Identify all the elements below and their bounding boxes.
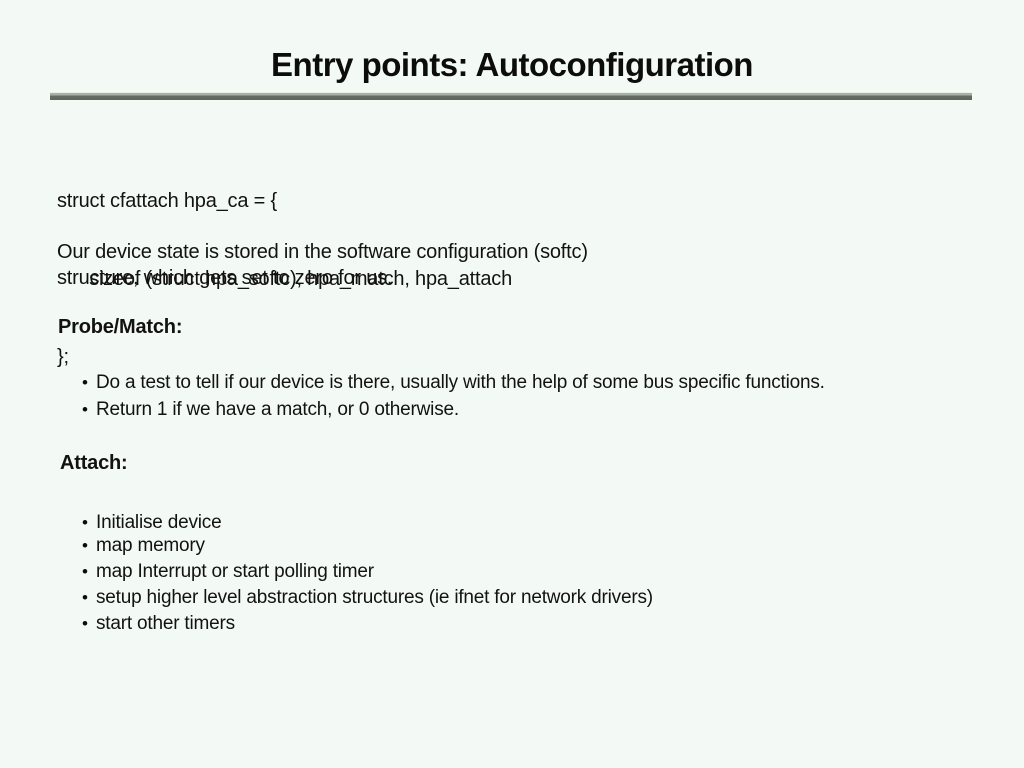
- bullet-icon: •: [82, 373, 88, 392]
- bullet-icon: •: [82, 588, 88, 607]
- bullet-text: map Interrupt or start polling timer: [96, 561, 374, 582]
- list-item: • map Interrupt or start polling timer: [82, 559, 653, 585]
- code-block: struct cfattach hpa_ca = { sizeof (struc…: [57, 136, 512, 422]
- list-item: • Do a test to tell if our device is the…: [82, 369, 825, 396]
- code-line: sizeof (struct hpa_softc), hpa_match, hp…: [57, 268, 513, 290]
- code-line: };: [57, 346, 69, 368]
- attach-heading: Attach:: [60, 452, 128, 474]
- intro-paragraph: Our device state is stored in the softwa…: [57, 239, 588, 291]
- bullet-text: map memory: [96, 535, 205, 556]
- intro-line: Our device state is stored in the softwa…: [57, 241, 588, 263]
- list-item: • Return 1 if we have a match, or 0 othe…: [82, 396, 825, 423]
- bullet-icon: •: [82, 614, 88, 633]
- list-item: • Initialise device: [82, 510, 653, 536]
- code-line: struct cfattach hpa_ca = {: [57, 190, 277, 212]
- list-item: • map memory: [82, 533, 653, 559]
- list-item: • setup higher level abstraction structu…: [82, 585, 653, 611]
- bullet-icon: •: [82, 400, 88, 419]
- bullet-icon: •: [82, 536, 88, 555]
- bullet-text: setup higher level abstraction structure…: [96, 587, 653, 608]
- title-divider-rule: [50, 92, 972, 100]
- list-item: • start other timers: [82, 611, 653, 637]
- intro-line: structure, which gets set to zero for us…: [57, 267, 393, 289]
- probe-bullet-list: • Do a test to tell if our device is the…: [82, 369, 825, 423]
- bullet-text: start other timers: [96, 613, 235, 634]
- bullet-icon: •: [82, 513, 88, 532]
- probe-match-heading: Probe/Match:: [58, 316, 183, 338]
- attach-bullet-list: • Initialise device • map memory • map I…: [82, 510, 653, 637]
- bullet-text: Do a test to tell if our device is there…: [96, 372, 825, 393]
- bullet-text: Initialise device: [96, 512, 222, 533]
- bullet-icon: •: [82, 562, 88, 581]
- bullet-text: Return 1 if we have a match, or 0 otherw…: [96, 399, 459, 420]
- slide-title: Entry points: Autoconfiguration: [271, 46, 753, 83]
